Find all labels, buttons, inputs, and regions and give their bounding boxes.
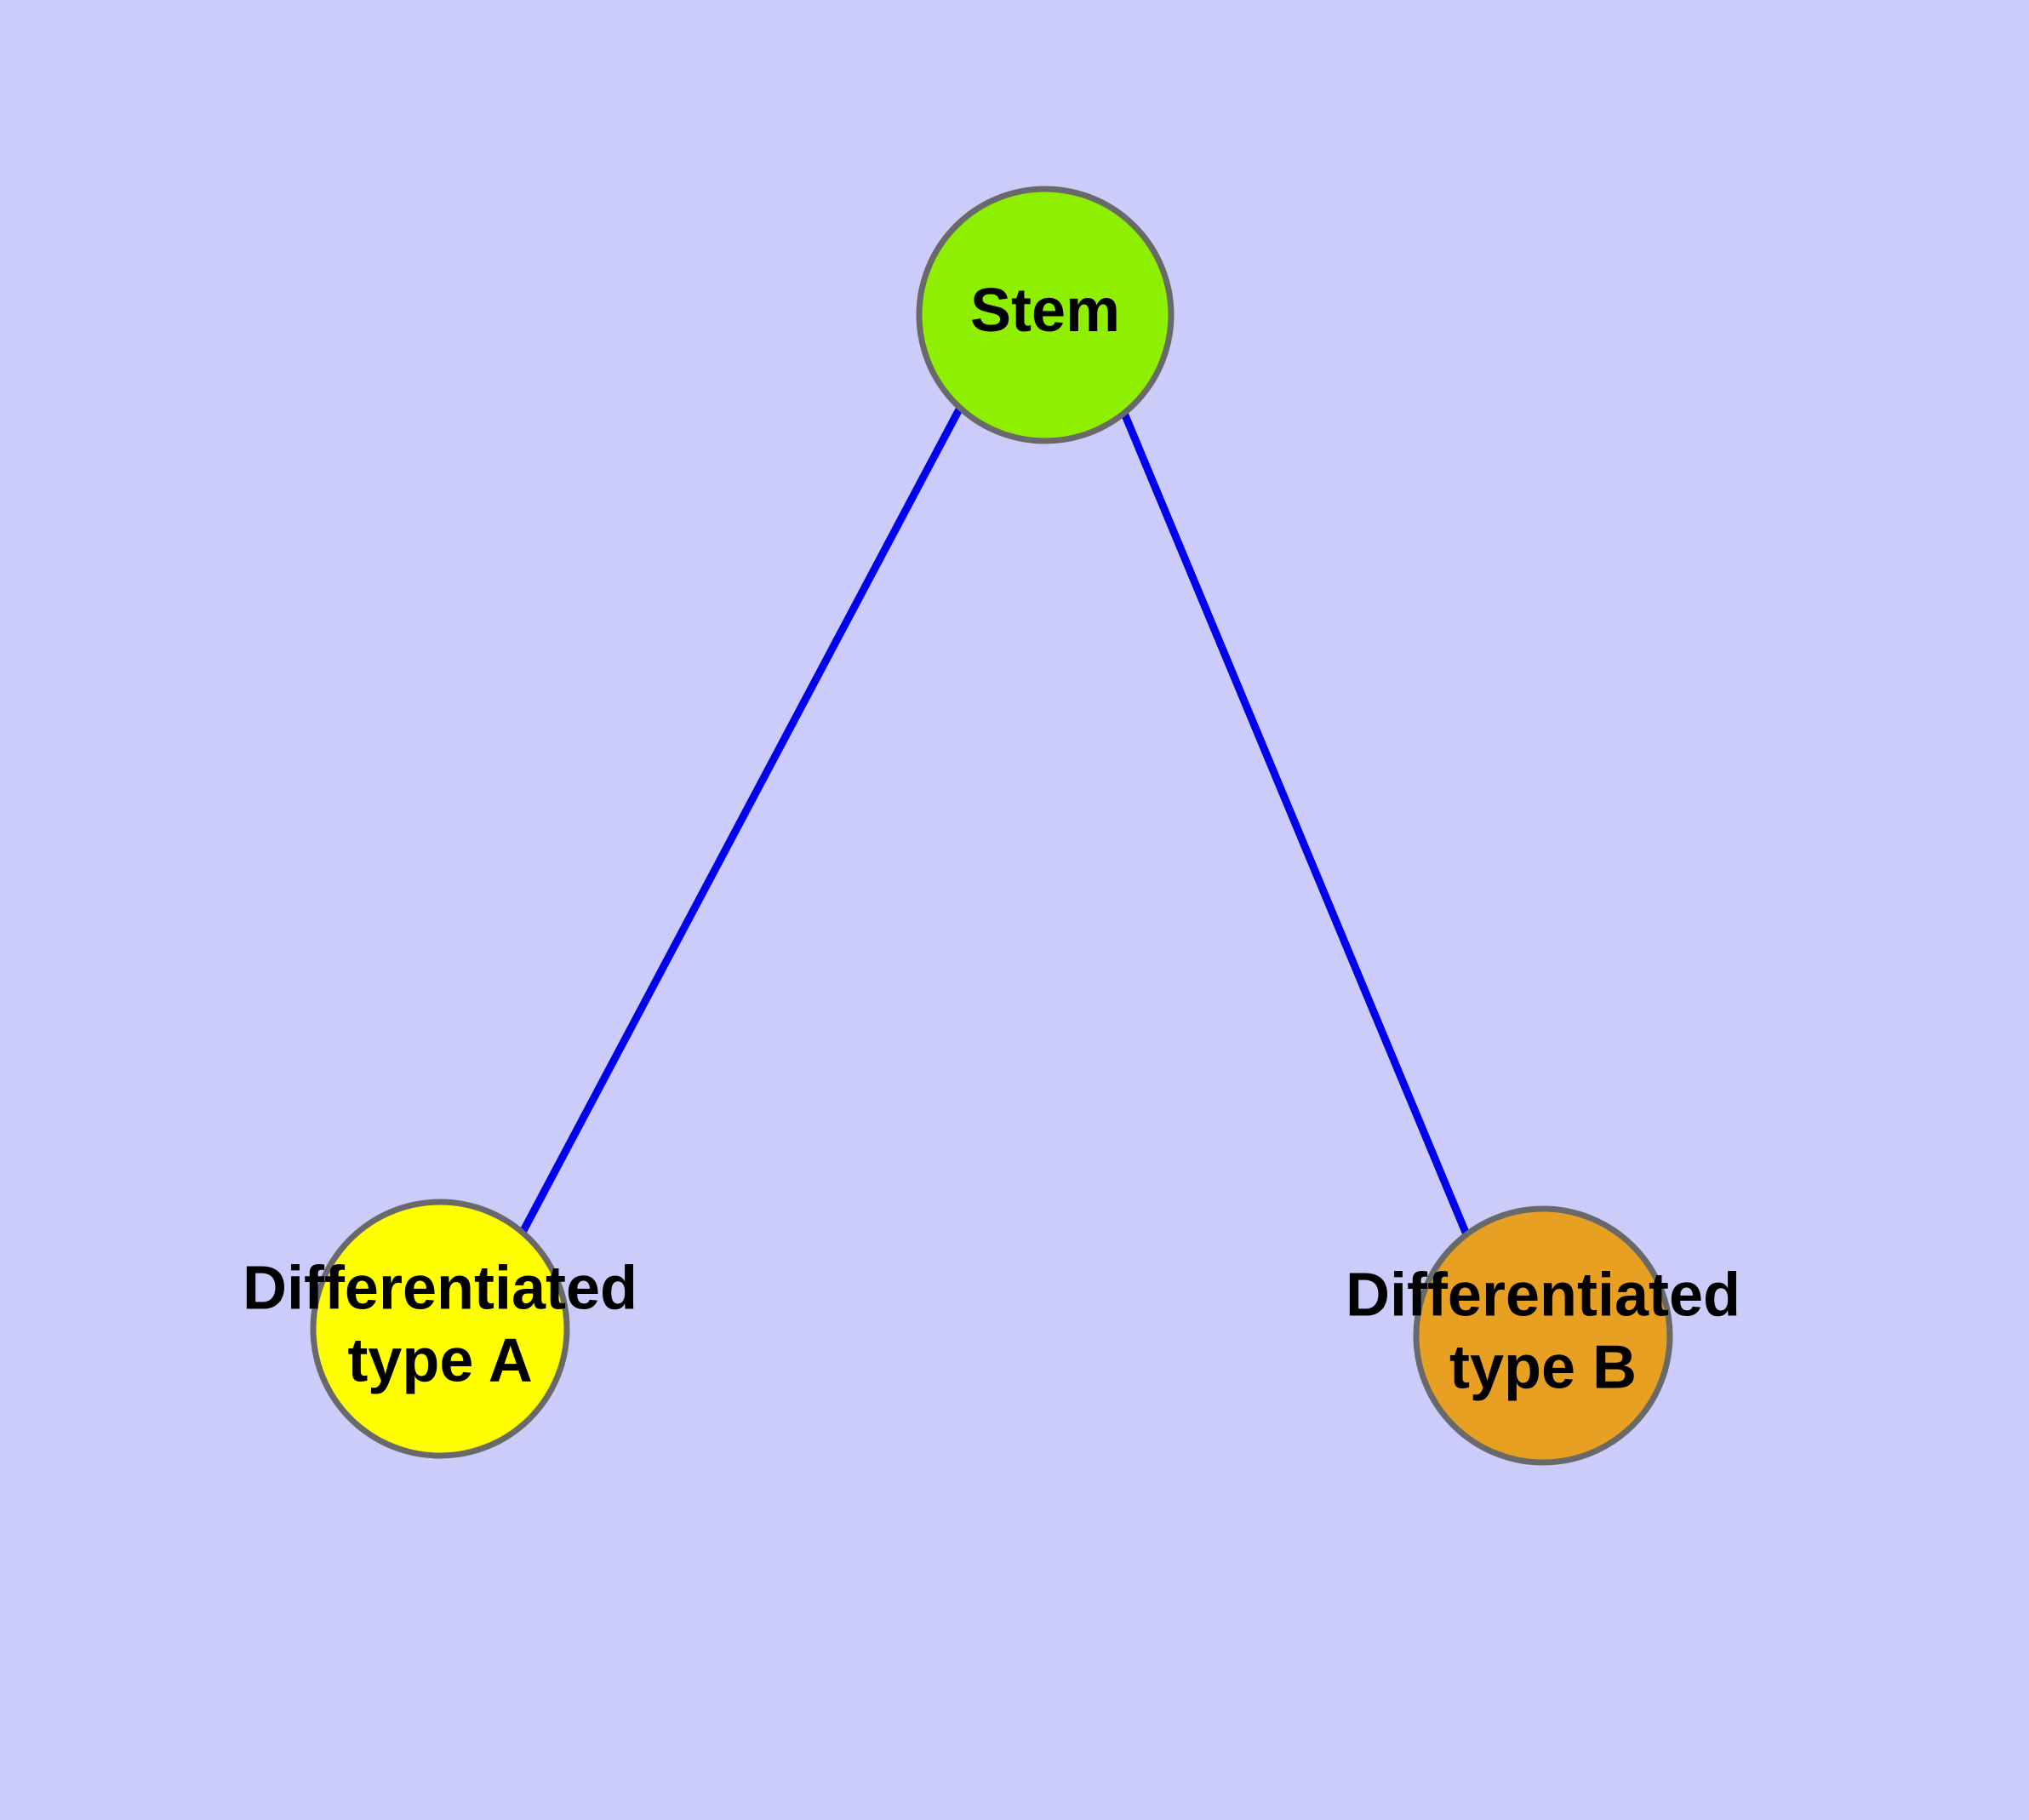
graph-node-diff-type-b[interactable] [1413,1205,1673,1466]
graph-node-label-line: Differentiated [1346,1262,1740,1330]
graph-edge-stem-to-type-a[interactable] [515,405,963,1243]
edges-layer [515,405,1475,1246]
graph-edge-stem-to-type-b[interactable] [1119,409,1475,1246]
graph-node-diff-type-a[interactable] [310,1199,570,1459]
graph-node-label-line: type A [347,1326,532,1394]
graph-node-stem[interactable] [916,186,1175,444]
graph-node-label-line: Differentiated [243,1255,637,1323]
graph-node-label-line: type B [1449,1333,1637,1401]
graph-node-label-stem: Stem [970,277,1120,345]
graph-node-label-line: Stem [970,277,1120,345]
